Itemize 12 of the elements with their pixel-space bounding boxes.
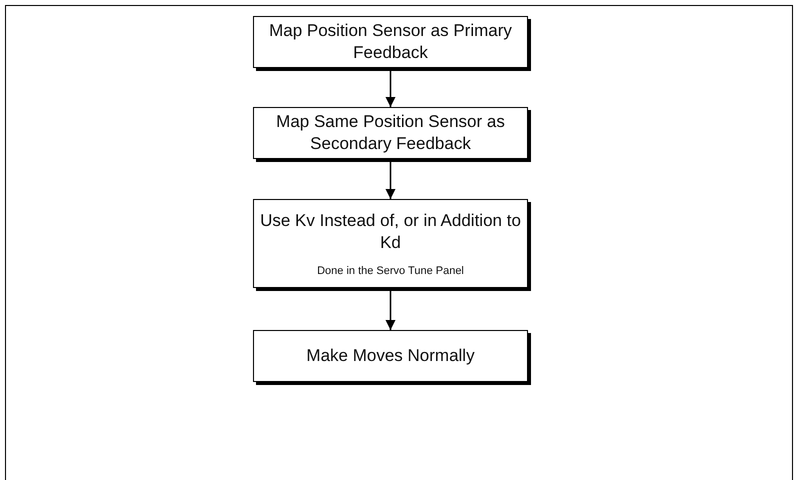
arrow bbox=[386, 71, 396, 107]
arrow bbox=[386, 291, 396, 330]
step-text: Map Position Sensor as Primary Feedback bbox=[268, 20, 513, 64]
step-text: Make Moves Normally bbox=[306, 345, 475, 367]
process-box bbox=[253, 16, 528, 68]
note-text: Done in the Servo Tune Panel bbox=[316, 264, 465, 278]
arrow bbox=[386, 162, 396, 199]
step-text: Map Same Position Sensor as Secondary Feedback bbox=[275, 111, 506, 155]
process-box bbox=[253, 107, 528, 159]
step-text: Use Kv Instead of, or in Addition to Kd bbox=[259, 210, 522, 254]
process-box bbox=[253, 330, 528, 382]
process-box bbox=[253, 199, 528, 288]
